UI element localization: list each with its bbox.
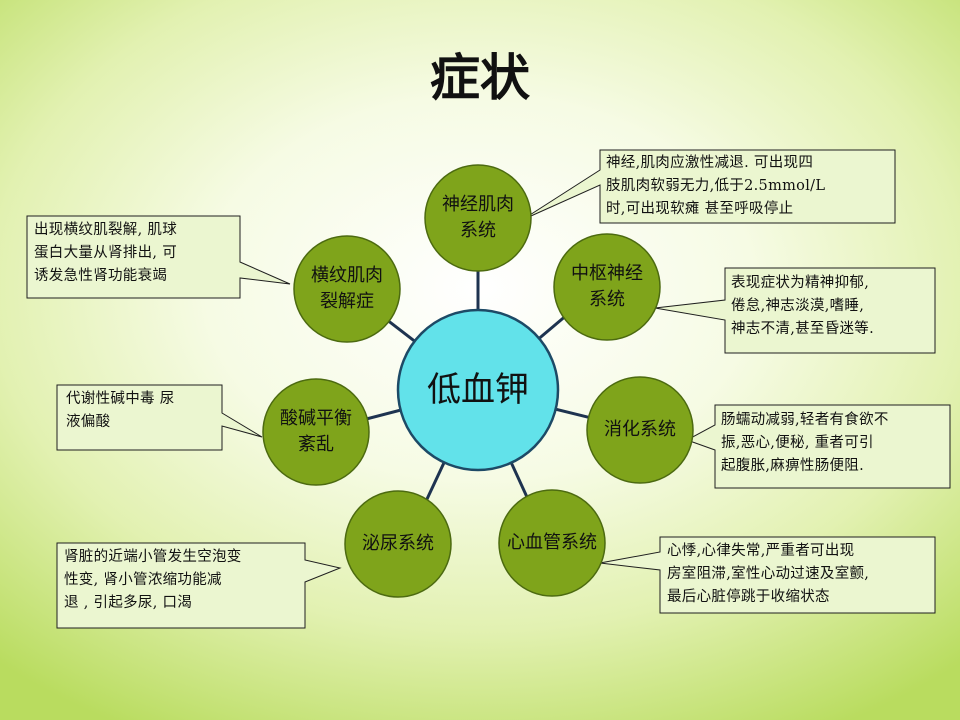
node-label-urinary: 泌尿系统 <box>362 533 434 554</box>
node-cardiovascular-circle <box>498 489 606 597</box>
callout-neuromuscular-text: 神经,肌肉应激性减退. 可出现四 肢肌肉软弱无力,低于2.5mmol/L 时,可… <box>606 155 826 217</box>
node-neuromuscular-circle <box>424 164 532 272</box>
callout-rhabdomyolysis-shape <box>26 215 291 299</box>
node-label-cns: 中枢神经系统 <box>571 263 643 310</box>
node-rhabdomyolysis-circle <box>293 235 401 343</box>
center-label: 低血钾 <box>427 370 529 410</box>
node-digestive-circle <box>586 376 694 484</box>
node-label-rhabdomyolysis: 横纹肌肉裂解症 <box>311 265 383 312</box>
slide-title: 症状 <box>430 49 530 107</box>
node-acid-base-circle <box>262 378 370 486</box>
node-label-acid-base: 酸碱平衡紊乱 <box>280 408 352 455</box>
callout-acid-base-shape <box>56 384 263 451</box>
callout-cns-text: 表现症状为精神抑郁, 倦怠,神志淡漠,嗜睡, 神志不清,甚至昏迷等. <box>731 275 875 337</box>
callout-cns-shape <box>654 267 936 354</box>
node-label-neuromuscular: 神经肌肉系统 <box>442 194 514 241</box>
callout-cardiovascular-shape <box>599 536 936 614</box>
node-urinary-circle <box>344 490 452 598</box>
callout-digestive-text: 肠蠕动减弱,轻者有食欲不 振,恶心,便秘, 重者可引 起腹胀,麻痹性肠便阻. <box>721 412 889 474</box>
callout-rhabdomyolysis-text: 出现横纹肌裂解, 肌球 蛋白大量从肾排出, 可 诱发急性肾功能衰竭 <box>34 222 178 284</box>
callout-urinary-shape <box>56 542 342 629</box>
center-circle <box>396 308 560 472</box>
callout-cardiovascular-text: 心悸,心律失常,严重者可出现 房室阻滞,室性心动过速及室颤, 最后心脏停跳于收缩… <box>667 543 870 605</box>
callout-digestive-shape <box>685 404 951 489</box>
callout-urinary-text: 肾脏的近端小管发生空泡变 性变, 肾小管浓缩功能减 退 , 引起多尿, 口渴 <box>64 549 242 611</box>
node-label-digestive: 消化系统 <box>604 419 676 440</box>
node-label-cardiovascular: 心血管系统 <box>507 532 597 553</box>
node-cns-circle <box>553 233 661 341</box>
callout-acid-base-text: 代谢性碱中毒 尿 液偏酸 <box>66 391 175 430</box>
callout-neuromuscular-shape <box>521 149 896 224</box>
